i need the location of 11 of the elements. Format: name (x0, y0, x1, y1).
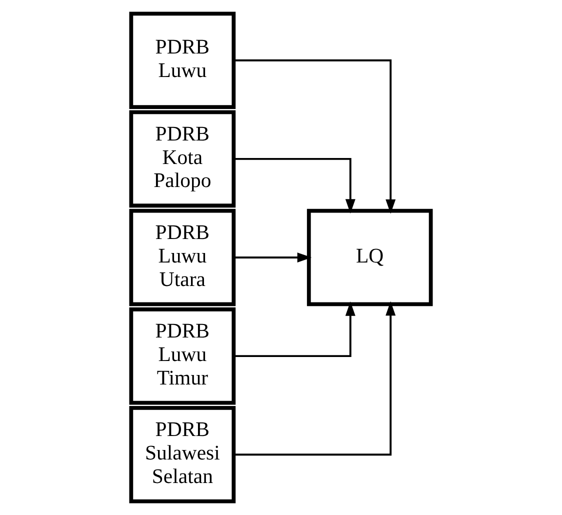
node-box: PDRB Luwu Timur (129, 307, 236, 405)
arrow (234, 158, 356, 214)
node-box: PDRB Sulawesi Selatan (129, 406, 236, 504)
node-box: PDRB Luwu (129, 12, 236, 109)
node-box: PDRB Kota Palopo (129, 110, 236, 208)
arrow (234, 301, 396, 456)
node-box: PDRB Luwu Utara (129, 208, 236, 306)
arrow (234, 302, 356, 358)
arrow (234, 59, 396, 214)
arrow (234, 252, 312, 262)
node-box: LQ (306, 208, 433, 306)
